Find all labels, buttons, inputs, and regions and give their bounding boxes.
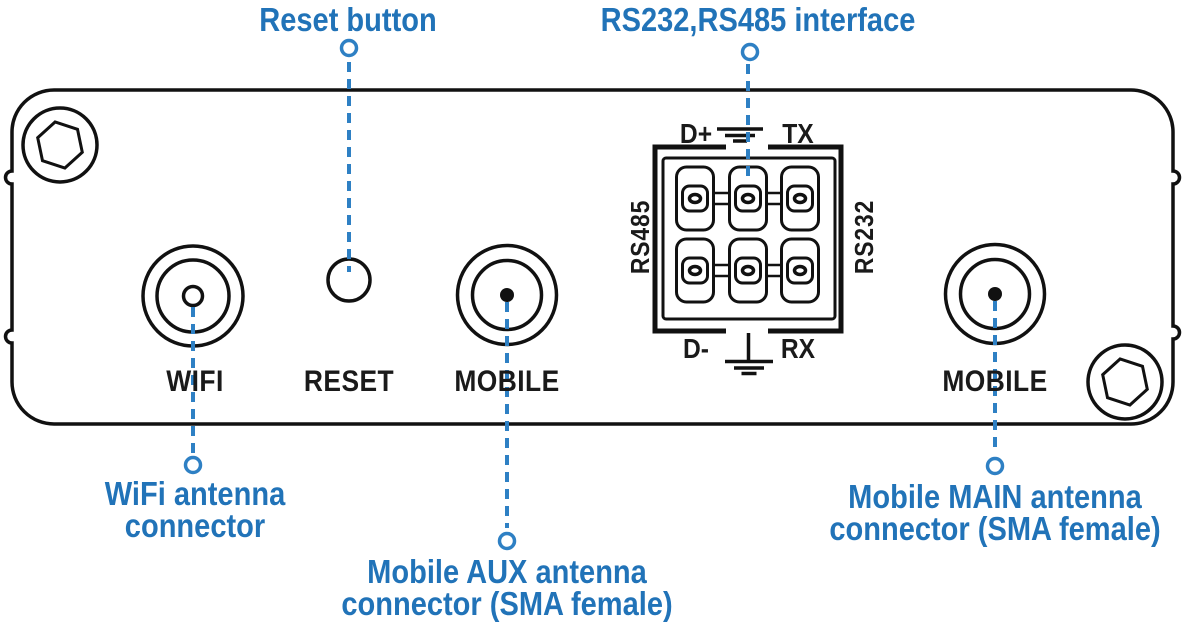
callout-wifi-line2: connector bbox=[124, 507, 266, 544]
reset-hole bbox=[326, 257, 372, 303]
terminal-contacts bbox=[675, 165, 820, 304]
callout-wifi-line1: WiFi antenna bbox=[104, 475, 286, 512]
leader-endpoint-wifi bbox=[183, 455, 203, 475]
port-label-wifi: WIFI bbox=[166, 365, 224, 398]
leader-endpoint-reset bbox=[339, 38, 359, 58]
callout-mobile-main-label: Mobile MAIN antenna connector (SMA femal… bbox=[829, 478, 1161, 547]
pin-label-d-plus: D+ bbox=[679, 118, 713, 149]
terminal-block bbox=[652, 144, 844, 334]
callout-reset-label: Reset button bbox=[259, 1, 437, 38]
callout-mobile-aux-label: Mobile AUX antenna connector (SMA female… bbox=[341, 553, 673, 622]
callout-mobile-aux-line1: Mobile AUX antenna bbox=[367, 553, 647, 590]
side-label-rs485: RS485 bbox=[625, 199, 655, 275]
leader-endpoint-mobile-main bbox=[985, 456, 1005, 476]
pin-label-d-minus: D- bbox=[682, 333, 710, 364]
callout-mobile-aux-line2: connector (SMA female) bbox=[341, 585, 673, 622]
port-label-mobile-main: MOBILE bbox=[942, 365, 1048, 398]
pin-label-tx: TX bbox=[782, 118, 814, 149]
ground-symbol-bottom bbox=[725, 333, 773, 376]
callout-mobile-main-line1: Mobile MAIN antenna bbox=[848, 478, 1142, 515]
callout-mobile-main-line2: connector (SMA female) bbox=[829, 510, 1161, 547]
pin-label-rx: RX bbox=[780, 333, 816, 364]
hex-screw-bottom-right bbox=[1086, 343, 1164, 421]
leader-endpoint-serial bbox=[740, 42, 760, 62]
leader-endpoint-mobile-aux bbox=[497, 531, 517, 551]
mobile-aux-connector bbox=[455, 243, 559, 347]
panel-outline bbox=[3, 88, 1182, 426]
port-label-mobile-aux: MOBILE bbox=[454, 365, 560, 398]
callout-wifi-label: WiFi antenna connector bbox=[104, 475, 286, 544]
mobile-main-connector bbox=[943, 242, 1047, 346]
callout-serial-label: RS232,RS485 interface bbox=[600, 1, 916, 38]
port-label-reset: RESET bbox=[303, 365, 395, 398]
hex-screw-top-left bbox=[21, 106, 99, 184]
side-label-rs232: RS232 bbox=[849, 199, 879, 275]
